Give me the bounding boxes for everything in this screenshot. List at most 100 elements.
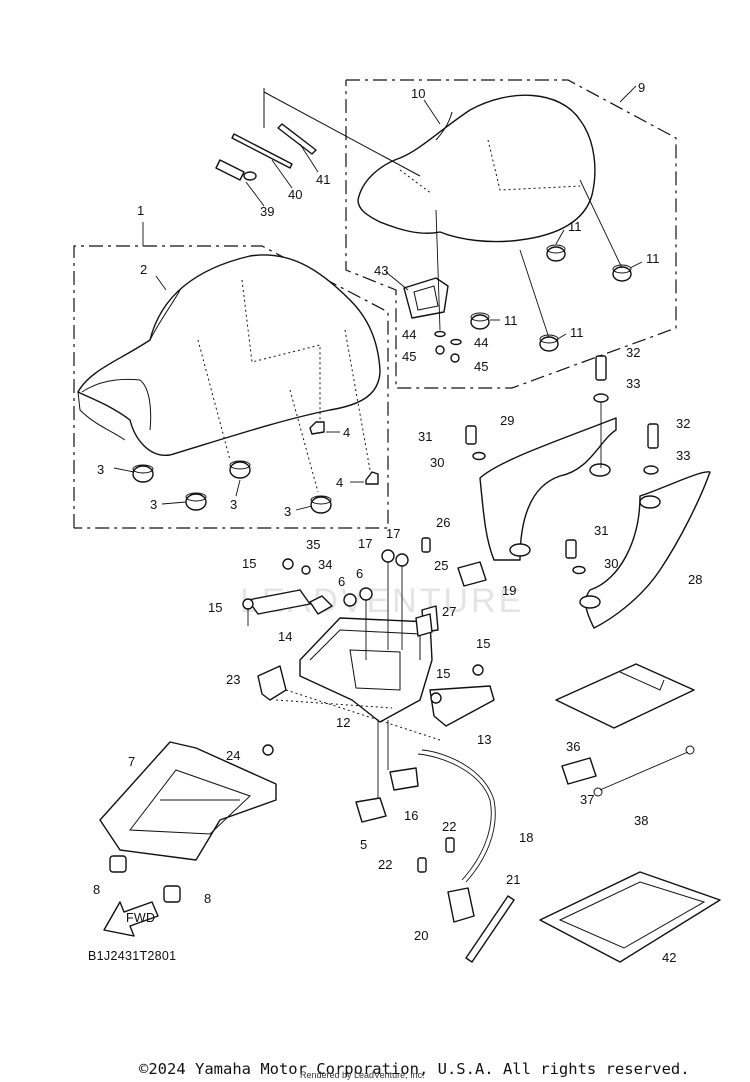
callout-3a: 3	[97, 462, 104, 477]
nut-17a	[381, 549, 395, 563]
callout-33a: 33	[626, 376, 640, 391]
callout-44b: 44	[474, 335, 488, 350]
screw-15d	[430, 692, 442, 704]
screw-15c	[472, 664, 484, 676]
callout-41: 41	[316, 172, 330, 187]
callout-39: 39	[260, 204, 274, 219]
screw-15a	[282, 558, 294, 570]
bracket-14	[247, 589, 311, 615]
callout-26: 26	[436, 515, 450, 530]
callout-5: 5	[360, 837, 367, 852]
callout-45a: 45	[402, 349, 416, 364]
callout-11c: 11	[504, 313, 518, 328]
bracket-23	[257, 665, 287, 701]
storage-tray-7	[99, 741, 277, 903]
catch-5	[355, 797, 387, 823]
callout-4a: 4	[343, 425, 350, 440]
bar-40	[231, 133, 293, 169]
callout-21: 21	[506, 872, 520, 887]
hex-wrench-39	[215, 159, 257, 181]
callout-30a: 30	[430, 455, 444, 470]
callout-14: 14	[278, 629, 292, 644]
part-27	[415, 613, 433, 637]
callout-11d: 11	[570, 325, 584, 340]
washer-44a	[434, 330, 446, 338]
callout-6a: 6	[356, 566, 363, 581]
damper-rubber-3a	[132, 464, 154, 483]
tool-items	[215, 88, 421, 181]
leader-lines	[113, 99, 643, 511]
callout-45b: 45	[474, 359, 488, 374]
washer-44b	[450, 338, 462, 346]
callout-25: 25	[434, 558, 448, 573]
rubber-8b	[163, 885, 181, 903]
callout-33b: 33	[676, 448, 690, 463]
damper-rubber-3b	[185, 492, 207, 511]
screw-45b	[450, 353, 460, 363]
callout-2: 2	[140, 262, 147, 277]
manual-42	[539, 871, 721, 963]
callout-32a: 32	[626, 345, 640, 360]
copyright-notice: ©2024 Yamaha Motor Corporation, U.S.A. A…	[139, 1060, 690, 1078]
damper-rubber-11b	[612, 264, 632, 282]
rod-41	[277, 123, 317, 155]
bracket-20	[447, 887, 475, 923]
callout-22a: 22	[442, 819, 456, 834]
callout-36: 36	[566, 739, 580, 754]
bracket-12	[299, 617, 433, 723]
callout-15b: 15	[208, 600, 222, 615]
strap-37	[561, 757, 597, 785]
seat-lock-cable-18	[417, 753, 492, 881]
callout-24: 24	[226, 748, 240, 763]
callout-43: 43	[374, 263, 388, 278]
callout-31b: 31	[594, 523, 608, 538]
spring-34	[309, 595, 333, 615]
bracket-21	[465, 895, 515, 963]
bolt-22b	[417, 857, 427, 873]
callout-8b: 8	[204, 891, 211, 906]
damper-rubber-11c	[470, 312, 490, 330]
callout-20: 20	[414, 928, 428, 943]
callout-10: 10	[411, 86, 425, 101]
grab-bar-29	[479, 417, 617, 561]
callout-32b: 32	[676, 416, 690, 431]
callout-3d: 3	[284, 504, 291, 519]
bolt-22a	[445, 837, 455, 853]
fwd-direction-arrow: FWD	[103, 901, 159, 937]
callout-34: 34	[318, 557, 332, 572]
rendered-by-note: Rendered by LeadVenture, Inc.	[300, 1070, 425, 1080]
callout-15a: 15	[242, 556, 256, 571]
callout-7: 7	[128, 754, 135, 769]
screw-35	[301, 565, 311, 575]
callout-16: 16	[404, 808, 418, 823]
callout-40: 40	[288, 187, 302, 202]
callout-44a: 44	[402, 327, 416, 342]
callout-18: 18	[519, 830, 533, 845]
bolt-31b	[565, 539, 577, 559]
grab-bar-28	[584, 471, 711, 629]
washer-30b	[572, 565, 586, 575]
screw-15b	[242, 598, 254, 610]
callout-4b: 4	[336, 475, 343, 490]
callout-19: 19	[502, 583, 516, 598]
callout-37: 37	[580, 792, 594, 807]
callout-15c: 15	[476, 636, 490, 651]
fwd-text: FWD	[126, 911, 155, 925]
callout-30b: 30	[604, 556, 618, 571]
nut-17b	[395, 553, 409, 567]
callout-13: 13	[477, 732, 491, 747]
screw-45a	[435, 345, 445, 355]
wire-38	[599, 751, 689, 791]
pouch-36	[555, 663, 695, 729]
cover-19	[457, 561, 487, 587]
washer-30a	[472, 451, 486, 461]
figure-code: B1J2431T2801	[88, 949, 176, 963]
washer-33b	[643, 465, 659, 475]
callout-12: 12	[336, 715, 350, 730]
grab-bars	[465, 355, 711, 629]
passenger-seat-group	[345, 79, 677, 389]
bracket-13	[429, 685, 495, 727]
callout-11a: 11	[568, 219, 582, 234]
callout-22b: 22	[378, 857, 392, 872]
